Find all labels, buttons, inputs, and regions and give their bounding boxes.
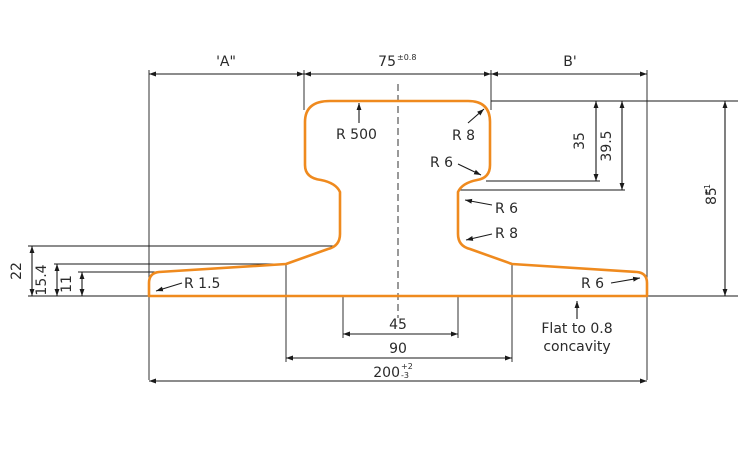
label-11: 11 bbox=[59, 275, 75, 293]
label-90: 90 bbox=[389, 341, 407, 357]
callout-r6-head: R 6 bbox=[430, 155, 482, 176]
dimension-35: 35 bbox=[572, 101, 599, 181]
label-200: 200 bbox=[373, 365, 400, 381]
flat-note-line1: Flat to 0.8 bbox=[541, 321, 612, 337]
label-15-4: 15.4 bbox=[34, 264, 50, 295]
label-22: 22 bbox=[9, 262, 25, 280]
callout-r1-5: R 1.5 bbox=[155, 276, 220, 292]
label-b: B' bbox=[563, 54, 576, 70]
dimension-head-width: 75 ±0.8 bbox=[304, 53, 491, 77]
label-r8-head: R 8 bbox=[452, 128, 475, 144]
label-39-5: 39.5 bbox=[599, 130, 615, 161]
dimension-45: 45 bbox=[342, 296, 459, 338]
rail-profile bbox=[147, 99, 649, 298]
label-85-tol: ±1 bbox=[703, 184, 712, 196]
dimension-200: 200 +2 -3 bbox=[149, 362, 647, 384]
callout-r500: R 500 bbox=[336, 103, 377, 143]
dimension-b: B' bbox=[491, 54, 647, 77]
left-extension-lines bbox=[28, 245, 336, 297]
label-r6-web-top: R 6 bbox=[495, 201, 518, 217]
label-head-width-tol: ±0.8 bbox=[397, 53, 416, 62]
dimension-39-5: 39.5 bbox=[599, 101, 625, 190]
dimension-85: 85 ±1 bbox=[703, 101, 728, 296]
label-r500: R 500 bbox=[336, 127, 377, 143]
callout-r8-web-bottom: R 8 bbox=[465, 226, 518, 242]
callout-r6-foot: R 6 bbox=[581, 276, 641, 292]
dimension-a: 'A" bbox=[149, 54, 304, 77]
dimension-11: 11 bbox=[59, 272, 85, 296]
callout-r6-web-top: R 6 bbox=[464, 198, 518, 217]
dimension-15-4: 15.4 bbox=[34, 264, 60, 296]
label-85: 85 bbox=[704, 187, 720, 205]
dimension-90: 90 bbox=[285, 264, 513, 362]
label-r1-5: R 1.5 bbox=[184, 276, 220, 292]
label-45: 45 bbox=[389, 317, 407, 333]
label-200-tol-plus: +2 bbox=[401, 362, 413, 371]
dimension-22: 22 bbox=[9, 246, 35, 296]
label-a: 'A" bbox=[216, 54, 236, 70]
label-r8-web-bottom: R 8 bbox=[495, 226, 518, 242]
label-r6-head: R 6 bbox=[430, 155, 453, 171]
flat-note: Flat to 0.8 concavity bbox=[541, 301, 613, 355]
callout-r8-head: R 8 bbox=[452, 108, 485, 144]
label-head-width: 75 bbox=[378, 54, 396, 70]
label-35: 35 bbox=[572, 132, 588, 150]
flat-note-line2: concavity bbox=[543, 339, 610, 355]
label-200-tol-minus: -3 bbox=[401, 371, 409, 380]
label-r6-foot: R 6 bbox=[581, 276, 604, 292]
